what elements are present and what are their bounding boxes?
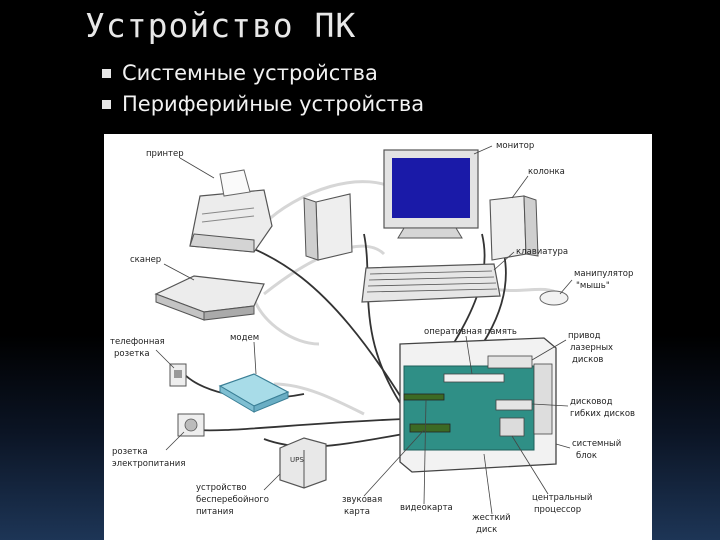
pc-components-diagram: принтер сканер монитор колонка клавиатур… <box>104 134 652 540</box>
bullet-item-peripheral: Периферийные устройства <box>102 89 424 120</box>
power-socket <box>177 413 205 437</box>
label-mouse-2: "мышь" <box>576 281 610 291</box>
label-ups-3: питания <box>196 507 233 517</box>
speaker-right <box>489 195 539 261</box>
label-power-2: электропитания <box>112 459 185 469</box>
label-mouse-1: манипулятор <box>574 269 633 279</box>
label-cpu-2: процессор <box>534 505 581 515</box>
square-bullet-icon <box>102 69 111 78</box>
label-ram: оперативная память <box>424 327 517 337</box>
bullet-item-system: Системные устройства <box>102 58 424 89</box>
label-ups-1: устройство <box>196 483 247 493</box>
label-cpu-1: центральный <box>532 493 592 503</box>
label-floppy-2: гибких дисков <box>570 409 635 419</box>
ram-module <box>443 373 505 383</box>
label-power-1: розетка <box>112 447 148 457</box>
system-unit <box>399 337 557 473</box>
ups: UPS <box>279 437 327 489</box>
sound-card-slot <box>409 423 451 433</box>
label-hdd-2: диск <box>476 525 497 535</box>
mouse <box>539 290 569 306</box>
floppy-drive-bay <box>495 399 533 411</box>
diagram-svg: принтер сканер монитор колонка клавиатур… <box>110 141 635 535</box>
ups-badge: UPS <box>290 456 304 464</box>
label-sysunit-1: системный <box>572 439 621 449</box>
label-modem: модем <box>230 333 259 343</box>
square-bullet-icon <box>102 100 111 109</box>
label-phone-1: телефонная <box>110 337 165 347</box>
monitor-screen <box>392 158 470 218</box>
label-sound-1: звуковая <box>342 495 382 505</box>
label-printer: принтер <box>146 149 184 159</box>
speaker-left <box>303 193 353 261</box>
keyboard <box>361 263 501 303</box>
label-speaker: колонка <box>528 167 565 177</box>
printer <box>189 169 273 253</box>
label-cd-1: привод <box>568 331 601 341</box>
phone-socket <box>169 363 187 387</box>
bullet-list: Системные устройства Периферийные устрой… <box>102 58 424 120</box>
label-ups-2: бесперебойного <box>196 495 269 505</box>
modem <box>218 373 290 413</box>
label-hdd-1: жесткий <box>472 513 511 523</box>
label-scanner: сканер <box>130 255 161 265</box>
cd-drive-bay <box>487 355 533 369</box>
label-phone-2: розетка <box>114 349 150 359</box>
label-sound-2: карта <box>344 507 370 517</box>
label-monitor: монитор <box>496 141 534 151</box>
label-sysunit-2: блок <box>576 451 597 461</box>
label-video: видеокарта <box>400 503 453 513</box>
leader-lines <box>155 145 573 515</box>
scanner <box>154 275 265 321</box>
cpu-chip <box>499 417 525 437</box>
label-cd-2: лазерных <box>570 343 613 353</box>
monitor <box>383 149 479 239</box>
label-cd-3: дисков <box>572 355 603 365</box>
label-floppy-1: дисковод <box>570 397 613 407</box>
label-keyboard: клавиатура <box>516 247 568 257</box>
video-card-slot <box>403 393 445 401</box>
slide-title: Устройство ПК <box>85 6 357 45</box>
